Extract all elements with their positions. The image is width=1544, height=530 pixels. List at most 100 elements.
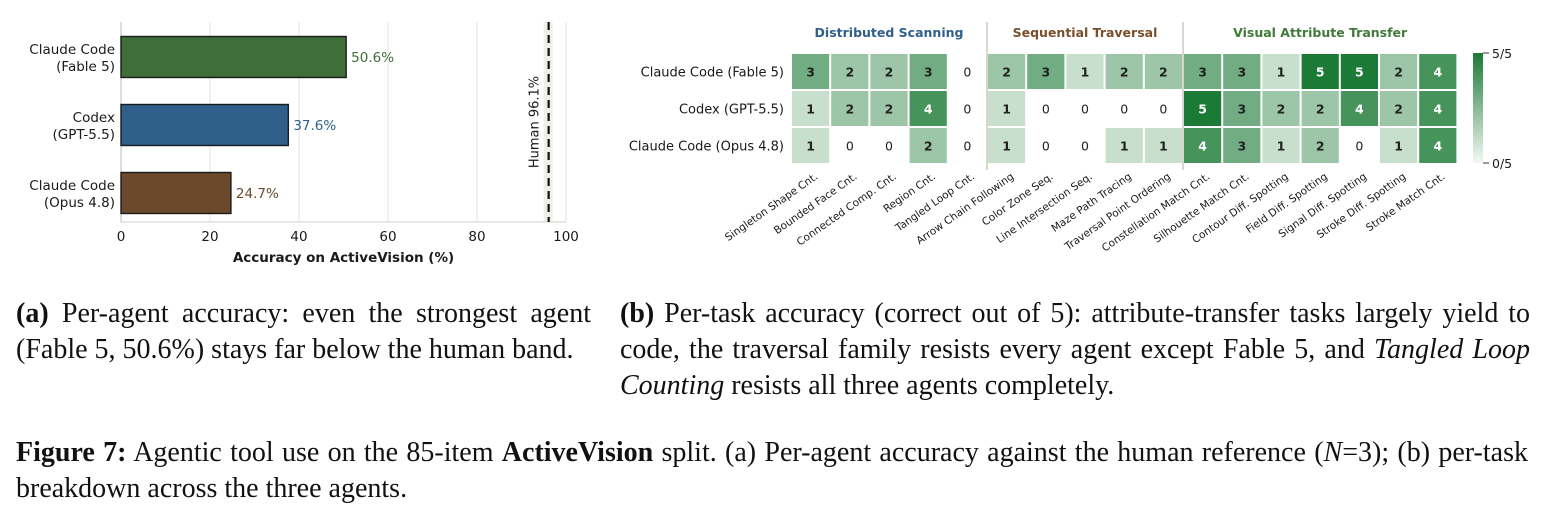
caption-b-label: (b) [620,298,655,329]
category-label: Codex [73,110,115,126]
cell-value: 0 [846,139,854,154]
x-tick-label: 100 [553,229,579,245]
heatmap-cell [1380,128,1418,163]
colorbar [1473,53,1483,163]
row-label: Claude Code (Fable 5) [641,66,784,81]
category-label: (Opus 4.8) [44,195,115,211]
cell-value: 2 [1002,65,1011,80]
heatmap-cell [1184,128,1222,163]
cell-value: 4 [1433,102,1442,117]
bar-value-label: 37.6% [293,118,336,134]
bar [120,103,290,147]
cell-value: 3 [806,65,815,80]
heatmap-cell [1184,54,1222,89]
cell-value: 1 [1002,139,1011,154]
heatmap-cell [831,54,869,89]
cell-value: 2 [845,65,854,80]
x-tick-label: 20 [201,229,218,245]
heatmap-cell [1262,54,1300,89]
caption-b-text-italic: Tangled Loop Counting [620,334,1530,401]
cell-value: 1 [806,102,815,117]
heatmap-cell [909,54,947,89]
cell-value: 2 [1316,102,1325,117]
x-tick-label: 60 [379,229,396,245]
heatmap-cell [1144,128,1182,163]
cell-value: 2 [1159,65,1168,80]
heatmap-cell [1262,91,1300,126]
x-tick-label: 80 [468,229,485,245]
cell-value: 2 [885,102,894,117]
x-axis-label: Accuracy on ActiveVision (%) [233,250,454,266]
heatmap-cell [988,91,1026,126]
cell-value: 1 [1081,65,1090,80]
cell-value: 3 [924,65,933,80]
heatmap-cell [1223,128,1261,163]
caption-a-label: (a) [16,298,49,329]
colorbar-label-min: 0/5 [1492,156,1512,171]
figure-text-1: Agentic tool use on the 85-item [126,437,502,468]
x-tick-label: 40 [290,229,307,245]
heatmap-cell [1340,54,1378,89]
caption-b-text-2: resists all three agents completely. [724,370,1115,401]
heatmap-cell [792,128,830,163]
heatmap-cell [909,128,947,163]
heatmap-cell [1144,54,1182,89]
heatmap-cell [870,91,908,126]
group-header: Visual Attribute Transfer [1233,25,1408,40]
category-label: (GPT-5.5) [53,127,115,143]
cell-value: 2 [885,65,894,80]
heatmap-cell [988,54,1026,89]
caption-a: (a) Per-agent accuracy: even the stronge… [16,296,591,368]
group-header: Sequential Traversal [1013,25,1158,40]
cell-value: 0 [1042,139,1050,154]
cell-value: 5 [1198,102,1207,117]
heatmap-cell [1105,128,1143,163]
cell-value: 2 [1120,65,1129,80]
caption-a-text: Per-agent accuracy: even the strongest a… [16,298,592,365]
x-tick-label: 0 [117,229,126,245]
heatmap-cell [1105,54,1143,89]
heatmap-cell [870,54,908,89]
heatmap-cell [1419,54,1457,89]
figure-caption: Figure 7: Agentic tool use on the 85-ite… [16,435,1528,507]
cell-value: 0 [963,102,971,117]
cell-value: 0 [1042,102,1050,117]
heatmap-cell [1419,91,1457,126]
cell-value: 4 [1433,65,1442,80]
row-label: Claude Code (Opus 4.8) [629,140,784,155]
accuracy-bar-chart: 50.6%Claude Code(Fable 5)37.6%Codex(GPT-… [29,22,579,266]
cell-value: 1 [1394,139,1403,154]
heatmap-cell [1301,54,1339,89]
heatmap-cell [1223,54,1261,89]
human-band [543,22,553,222]
cell-value: 4 [1355,102,1364,117]
heatmap-cell [1380,91,1418,126]
cell-value: 0 [1120,102,1128,117]
cell-value: 2 [845,102,854,117]
heatmap-cell [1301,91,1339,126]
cell-value: 3 [1237,65,1246,80]
cell-value: 2 [1316,139,1325,154]
category-label: Claude Code [29,42,115,58]
heatmap-cell [1184,91,1222,126]
cell-value: 2 [1394,65,1403,80]
bar [120,35,347,79]
cell-value: 0 [963,65,971,80]
category-label: (Fable 5) [56,59,115,75]
heatmap-cell [909,91,947,126]
cell-value: 3 [1198,65,1207,80]
cell-value: 4 [1433,139,1442,154]
cell-value: 0 [1081,139,1089,154]
heatmap-cell [1027,54,1065,89]
heatmap-cell [792,91,830,126]
cell-value: 4 [1198,139,1207,154]
heatmap-cell [1262,128,1300,163]
figure-label: Figure 7: [16,437,127,468]
heatmap-cell [1301,128,1339,163]
human-reference-label: Human 96.1% [528,76,543,168]
heatmap-cell [1066,54,1104,89]
bar [120,171,232,215]
cell-value: 2 [1277,102,1286,117]
figure-text-italic: N [1323,437,1343,468]
